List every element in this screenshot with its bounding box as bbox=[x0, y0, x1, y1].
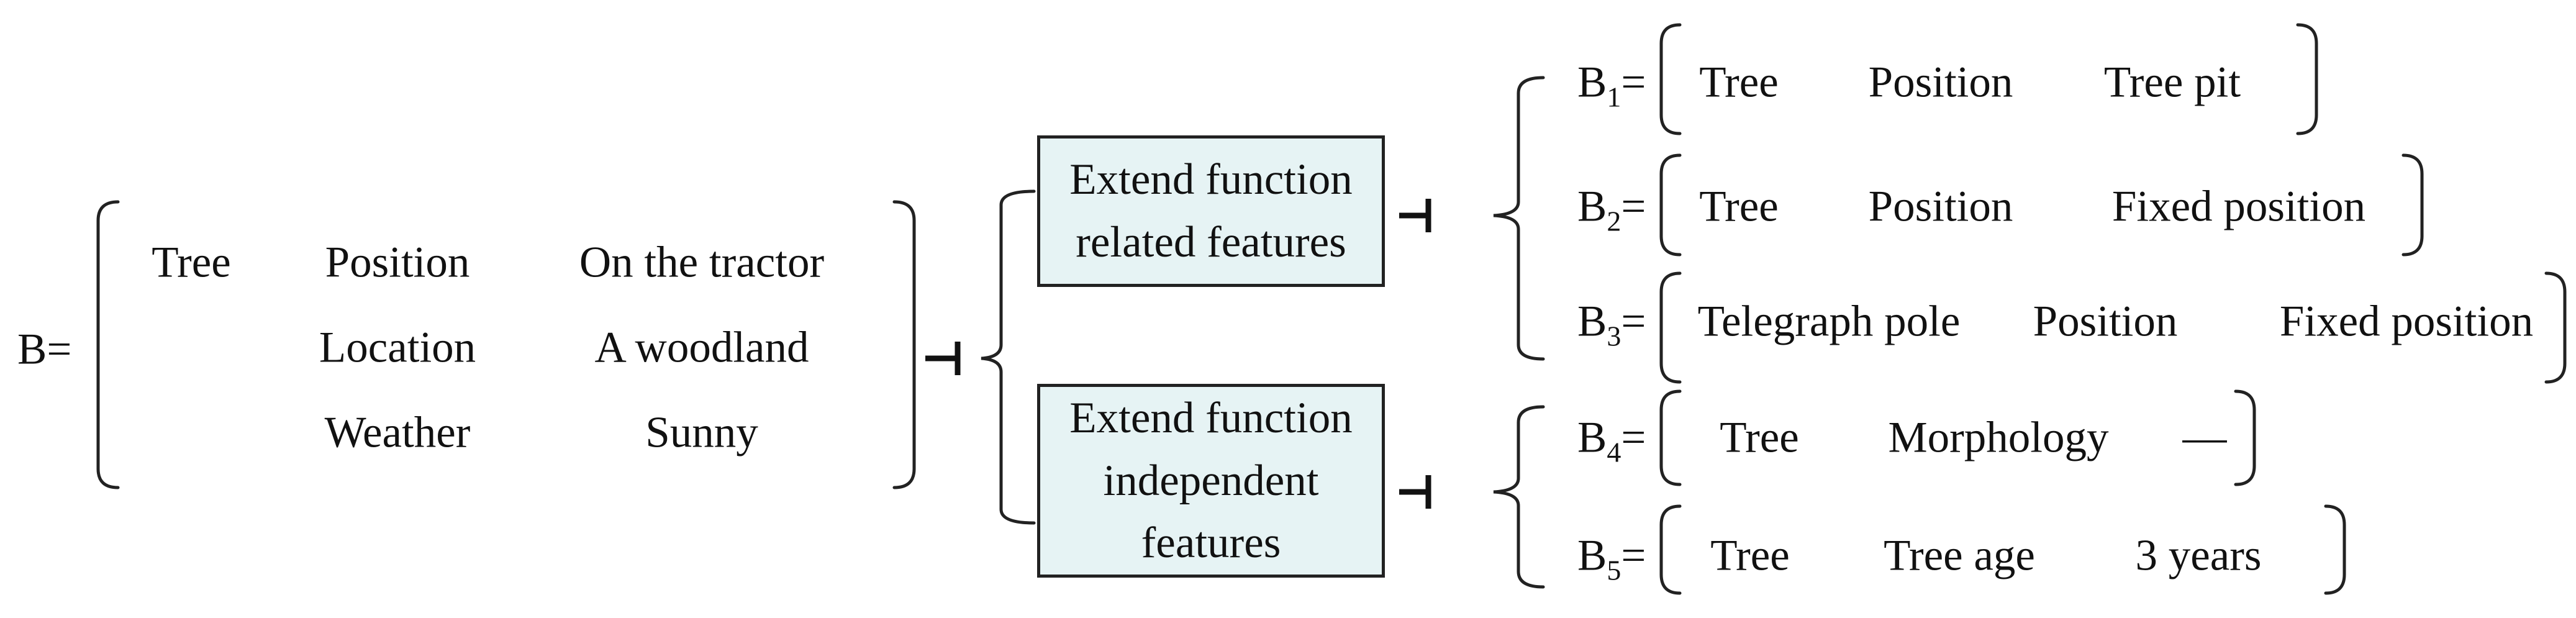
independent-brace bbox=[1493, 405, 1545, 589]
label-base: B bbox=[1577, 297, 1607, 346]
b5-cell: 3 years bbox=[2135, 531, 2262, 580]
label-base: B bbox=[1577, 413, 1607, 462]
group-box-independent: Extend function independent features bbox=[1037, 384, 1385, 578]
label-eq: = bbox=[1621, 58, 1646, 107]
root-left-paren bbox=[96, 200, 120, 489]
b3-right-paren bbox=[2544, 271, 2567, 384]
b3-left-paren bbox=[1659, 271, 1682, 384]
b5-right-paren bbox=[2324, 504, 2346, 595]
b2-right-paren bbox=[2401, 153, 2424, 257]
label-sub: 5 bbox=[1607, 554, 1621, 586]
label-eq: = bbox=[1621, 182, 1646, 231]
root-cell: Sunny bbox=[645, 408, 758, 457]
root-cell: Position bbox=[325, 238, 470, 287]
label-eq: = bbox=[1621, 297, 1646, 346]
label-sub: 3 bbox=[1607, 320, 1621, 352]
b4-cell: Morphology bbox=[1888, 413, 2109, 462]
b3-cell: Position bbox=[2033, 297, 2178, 346]
root-cell: A woodland bbox=[594, 323, 809, 372]
label-base: B bbox=[1577, 182, 1607, 231]
group-box-related: Extend function related features bbox=[1037, 135, 1385, 287]
b1-left-paren bbox=[1659, 23, 1682, 135]
b2-cell: Fixed position bbox=[2111, 182, 2366, 231]
b4-right-paren bbox=[2234, 389, 2256, 486]
group-box-line: related features bbox=[1076, 218, 1346, 266]
extend-symbol-root bbox=[925, 342, 961, 375]
b5-label: B5= bbox=[1577, 531, 1646, 584]
root-cell: Location bbox=[319, 323, 476, 372]
b2-cell: Position bbox=[1868, 182, 2013, 231]
group-box-line: Extend function bbox=[1069, 155, 1353, 204]
root-cell: Weather bbox=[324, 408, 471, 457]
root-branch-brace bbox=[981, 189, 1036, 525]
root-cell: On the tractor bbox=[579, 238, 825, 287]
b3-cell: Telegraph pole bbox=[1697, 297, 1961, 346]
group-box-line: Extend function bbox=[1069, 393, 1353, 442]
b2-left-paren bbox=[1659, 153, 1682, 257]
b1-right-paren bbox=[2296, 23, 2318, 135]
root-right-paren bbox=[892, 200, 916, 489]
b5-cell: Tree age bbox=[1884, 531, 2035, 580]
label-base: B bbox=[1577, 58, 1607, 107]
label-sub: 2 bbox=[1607, 205, 1621, 237]
b2-cell: Tree bbox=[1699, 182, 1779, 231]
b4-cell: Tree bbox=[1720, 413, 1799, 462]
root-cell: Tree bbox=[152, 238, 231, 287]
b4-cell: — bbox=[2182, 413, 2227, 462]
label-eq: = bbox=[1621, 531, 1646, 580]
label-eq: = bbox=[1621, 413, 1646, 462]
extend-symbol-related bbox=[1399, 199, 1431, 232]
b1-label: B1= bbox=[1577, 58, 1646, 111]
group-box-line: independent bbox=[1103, 456, 1319, 505]
b3-label: B3= bbox=[1577, 297, 1646, 350]
extend-symbol-independent bbox=[1399, 475, 1431, 509]
group-box-line: features bbox=[1141, 519, 1281, 568]
b1-cell: Tree bbox=[1699, 58, 1779, 107]
b1-cell: Position bbox=[1868, 58, 2013, 107]
b5-left-paren bbox=[1659, 504, 1682, 595]
label-base: B bbox=[1577, 531, 1607, 580]
related-brace bbox=[1493, 76, 1545, 361]
b4-left-paren bbox=[1659, 389, 1682, 486]
root-name: B= bbox=[17, 325, 72, 374]
b2-label: B2= bbox=[1577, 182, 1646, 235]
b1-cell: Tree pit bbox=[2103, 58, 2241, 107]
label-sub: 1 bbox=[1607, 81, 1621, 113]
b5-cell: Tree bbox=[1710, 531, 1790, 580]
b4-label: B4= bbox=[1577, 413, 1646, 466]
label-sub: 4 bbox=[1607, 436, 1621, 468]
b3-cell: Fixed position bbox=[2279, 297, 2534, 346]
